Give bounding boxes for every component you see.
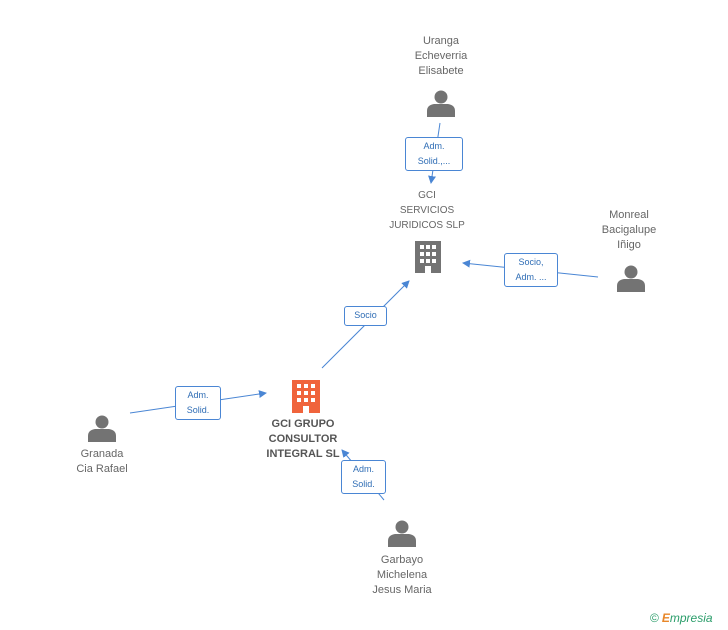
person-icon[interactable]: [427, 90, 455, 118]
node-label-granada[interactable]: Granada Cia Rafael: [76, 448, 128, 475]
empresia-watermark: ©Empresia: [650, 611, 713, 625]
edge-label-uranga-servicios[interactable]: Adm. Solid.,...: [405, 137, 463, 171]
edge-label-garbayo-grupo[interactable]: Adm. Solid.: [341, 460, 386, 494]
person-icon[interactable]: [88, 415, 116, 443]
empresia-logo-text: mpresia: [669, 611, 713, 625]
node-label-gci-grupo[interactable]: GCI GRUPO CONSULTOR INTEGRAL SL: [266, 418, 340, 460]
edge-label-monreal-servicios[interactable]: Socio, Adm. ...: [504, 253, 558, 287]
building-icon[interactable]: [415, 241, 441, 273]
building-icon-highlight[interactable]: [292, 380, 320, 413]
node-label-monreal[interactable]: Monreal Bacigalupe Iñigo: [601, 209, 657, 251]
empresia-logo-e: E: [661, 611, 670, 625]
person-icon[interactable]: [388, 520, 416, 548]
copyright-icon: ©: [650, 611, 659, 625]
edge-label-granada-grupo[interactable]: Adm. Solid.: [175, 386, 221, 420]
node-label-garbayo[interactable]: Garbayo Michelena Jesus Maria: [372, 554, 432, 596]
edge-label-grupo-servicios[interactable]: Socio: [344, 306, 387, 326]
person-icon[interactable]: [617, 265, 645, 293]
node-label-uranga[interactable]: Uranga Echeverria Elisabete: [414, 35, 468, 77]
node-label-gci-servicios[interactable]: GCI SERVICIOS JURIDICOS SLP: [389, 190, 465, 231]
